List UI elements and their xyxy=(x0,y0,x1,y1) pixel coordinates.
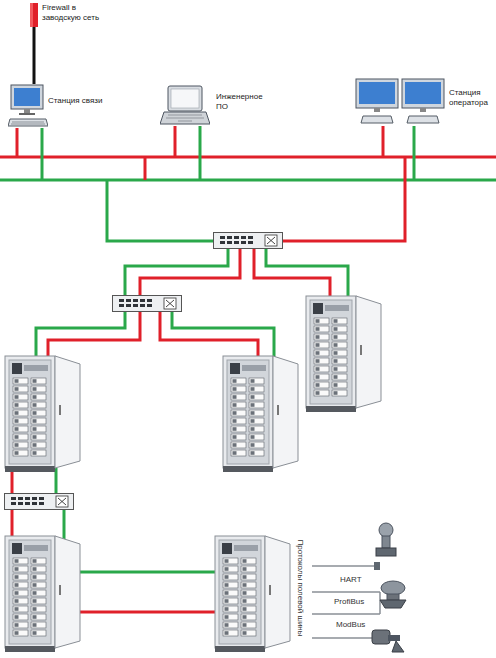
valve-actuator xyxy=(380,581,406,608)
comm-station-node: Станция связи xyxy=(8,84,108,130)
green-bus xyxy=(0,179,496,182)
node-label: Станция связи xyxy=(48,96,108,106)
node-label: Станция оператора xyxy=(449,88,493,108)
node-label: Firewall в заводскую сеть xyxy=(42,3,114,23)
control-cabinet xyxy=(215,536,290,652)
network-switch xyxy=(5,494,74,510)
control-cabinet xyxy=(5,356,80,472)
fieldbus-lines xyxy=(312,566,380,638)
node-icon xyxy=(29,3,39,27)
fieldbus-protocols-label: Протоколы полевой шины xyxy=(295,539,305,636)
control-cabinet xyxy=(223,356,298,472)
control-cabinet xyxy=(306,296,381,412)
engineering-laptop-node: Инженерное ПО xyxy=(160,84,272,130)
firewall-node: Firewall в заводскую сеть xyxy=(29,3,117,28)
protocol-label: ModBus xyxy=(336,620,365,630)
protocol-label: ProfiBus xyxy=(334,597,364,607)
uplink-connector xyxy=(33,27,36,84)
node-label: Инженерное ПО xyxy=(216,92,272,112)
network-switch xyxy=(214,233,283,249)
node-icon xyxy=(8,84,48,130)
bus-drops xyxy=(17,126,414,180)
actuator-device xyxy=(372,630,404,652)
protocol-label: HART xyxy=(340,575,362,585)
node-icon xyxy=(355,78,447,126)
operator-station-node: Станция оператора xyxy=(355,78,494,128)
red-bus xyxy=(0,156,496,159)
node-icon xyxy=(160,84,210,130)
pressure-transmitter xyxy=(374,523,396,570)
control-cabinet xyxy=(5,536,80,652)
network-switch xyxy=(113,296,182,312)
